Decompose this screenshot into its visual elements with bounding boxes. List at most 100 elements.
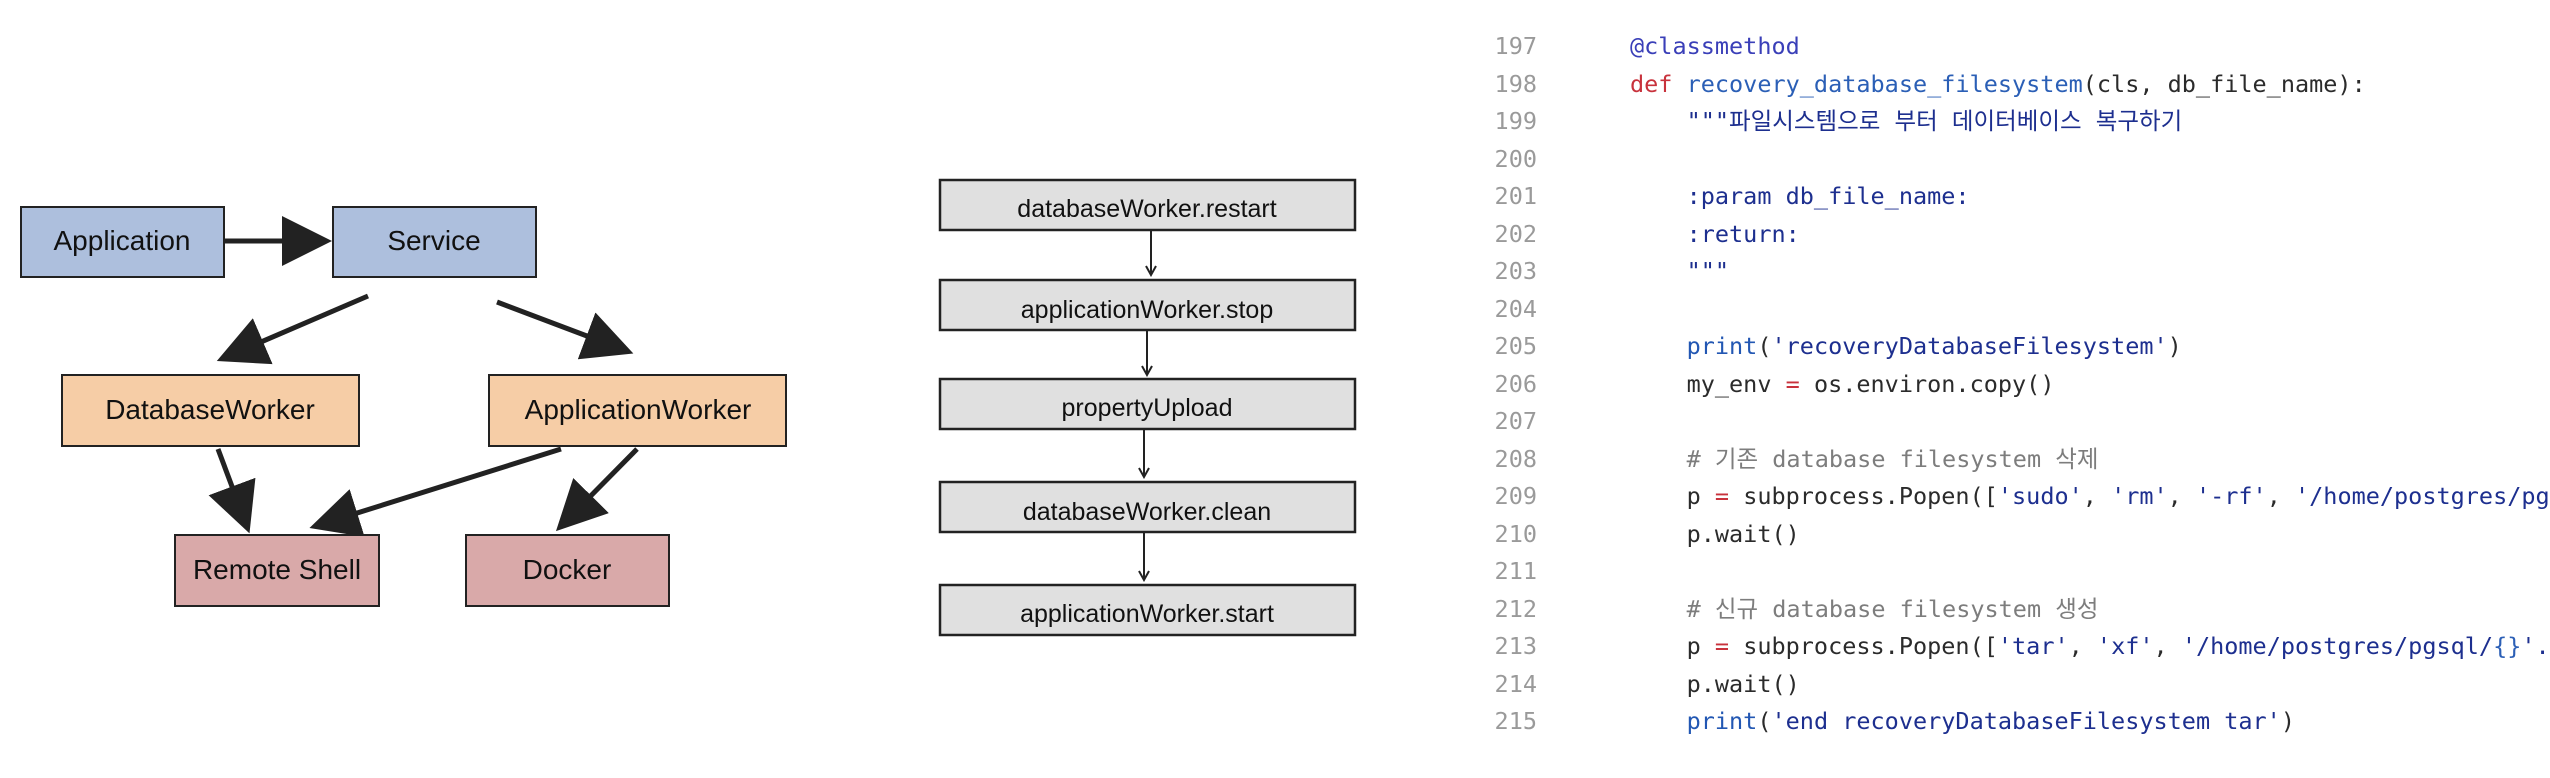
- line-number: 212: [1494, 594, 1537, 623]
- flow-step-5-label: applicationWorker.start: [1020, 600, 1274, 628]
- code-listing: 197 @classmethod 198 def recovery_database_…: [1455, 28, 2550, 758]
- architecture-edges: [208, 216, 639, 537]
- code-token: '.f: [2521, 632, 2550, 660]
- code-line: 200: [1455, 141, 2550, 179]
- edge-databaseworker-to-remoteshell: [208, 448, 256, 534]
- line-number: 198: [1494, 69, 1537, 98]
- line-code: :param db_file_name:: [1630, 178, 1970, 216]
- code-token: @classmethod: [1630, 32, 1800, 60]
- node-application-box: [20, 206, 225, 278]
- code-token: :param db_file_name:: [1630, 182, 1970, 210]
- code-token: 'tar': [1997, 632, 2069, 660]
- code-token: p.wait(): [1630, 519, 1800, 548]
- code-line: 197 @classmethod: [1455, 28, 2550, 66]
- code-token: {}: [2493, 632, 2522, 660]
- code-token: 'recoveryDatabaseFilesystem': [1771, 332, 2168, 360]
- code-token: =: [1714, 632, 1730, 660]
- node-databaseworker-label: DatabaseWorker: [105, 394, 315, 425]
- code-line: 208 # 기존 database filesystem 삭제: [1455, 441, 2550, 479]
- line-number: 213: [1494, 632, 1537, 660]
- code-token: my_env: [1630, 369, 1786, 398]
- code-token: ,: [2068, 632, 2097, 660]
- flow-step-5-box: [938, 583, 1357, 637]
- code-token: 'xf': [2096, 632, 2154, 660]
- line-number: 201: [1494, 182, 1537, 210]
- line-number: 202: [1494, 219, 1537, 248]
- code-line: 205 print('recoveryDatabaseFilesystem'): [1455, 328, 2550, 366]
- flow-step-1-box: [938, 178, 1357, 232]
- flow-step-3-label: propertyUpload: [1062, 394, 1233, 422]
- code-token: p: [1630, 632, 1715, 660]
- line-number: 215: [1494, 707, 1537, 735]
- flow-step-2-label: applicationWorker.stop: [1021, 296, 1273, 324]
- code-token: 'sudo': [1997, 482, 2083, 510]
- node-remoteshell: Remote Shell: [174, 534, 380, 607]
- line-code: """: [1630, 253, 1729, 291]
- flow-step-2-box: [938, 278, 1357, 332]
- line-code: p.wait(): [1630, 516, 1800, 554]
- code-token: recovery_database_filesystem: [1686, 69, 2083, 98]
- line-number: 211: [1494, 557, 1537, 585]
- code-line: 201 :param db_file_name:: [1455, 178, 2550, 216]
- line-number: 205: [1494, 332, 1537, 360]
- code-token: ): [2280, 707, 2295, 735]
- line-code: # 신규 database filesystem 생성: [1630, 591, 2099, 629]
- flow-step-5: applicationWorker.start: [938, 583, 1357, 637]
- node-service-box: [332, 206, 537, 278]
- node-applicationworker-label: ApplicationWorker: [525, 394, 752, 425]
- code-line: 209 p = subprocess.Popen(['sudo', 'rm', …: [1455, 478, 2550, 516]
- line-code: my_env = os.environ.copy(): [1630, 366, 2055, 404]
- flow-step-4-label: databaseWorker.clean: [1023, 498, 1271, 526]
- code-token: def: [1630, 69, 1687, 98]
- node-remoteshell-label: Remote Shell: [193, 554, 361, 585]
- code-line: 214 p.wait(): [1455, 666, 2550, 704]
- code-line: 207: [1455, 403, 2550, 441]
- edge-applicationworker-to-remoteshell: [309, 446, 562, 537]
- code-line: 206 my_env = os.environ.copy(): [1455, 366, 2550, 404]
- code-line: 202 :return:: [1455, 216, 2550, 254]
- line-number: 209: [1494, 482, 1537, 510]
- flow-edges: [1144, 231, 1151, 580]
- node-databaseworker-box: [61, 374, 360, 447]
- code-line: 199 """파일시스템으로 부터 데이터베이스 복구하기: [1455, 103, 2550, 141]
- line-code: """파일시스템으로 부터 데이터베이스 복구하기: [1630, 103, 2183, 141]
- code-token: p: [1630, 482, 1715, 510]
- line-number: 207: [1494, 407, 1537, 435]
- code-token: (: [1757, 707, 1772, 735]
- code-token: =: [1714, 482, 1730, 510]
- code-token: print: [1686, 332, 1758, 360]
- code-line: 213 p = subprocess.Popen(['tar', 'xf', '…: [1455, 628, 2550, 666]
- edge-service-to-databaseworker: [216, 293, 369, 365]
- code-token: 'end recoveryDatabaseFilesystem tar': [1771, 707, 2281, 735]
- node-service-label: Service: [387, 225, 480, 256]
- code-token: ,: [2167, 482, 2196, 510]
- line-number: 197: [1494, 32, 1537, 60]
- line-number: 199: [1494, 107, 1537, 135]
- line-number: 203: [1494, 257, 1537, 285]
- node-databaseworker: DatabaseWorker: [61, 374, 360, 447]
- line-number: 208: [1494, 444, 1537, 473]
- code-token: print: [1686, 707, 1758, 735]
- line-code: print('end recoveryDatabaseFilesystem ta…: [1630, 703, 2295, 741]
- code-token: (: [1757, 332, 1772, 360]
- code-line: 215 print('end recoveryDatabaseFilesyste…: [1455, 703, 2550, 741]
- node-docker: Docker: [465, 534, 670, 607]
- code-token: 'rm': [2111, 482, 2168, 510]
- line-code: print('recoveryDatabaseFilesystem'): [1630, 328, 2182, 366]
- code-token: '/home/postgres/pgs: [2295, 482, 2550, 510]
- code-line: 210 p.wait(): [1455, 516, 2550, 554]
- code-token: ,: [2082, 482, 2112, 510]
- code-token: =: [1785, 369, 1800, 398]
- node-docker-box: [465, 534, 670, 607]
- code-token: """: [1630, 257, 1730, 285]
- code-token: subprocess.Popen([: [1729, 482, 1998, 510]
- code-token: ,: [2153, 632, 2182, 660]
- code-token: os.environ.copy(): [1799, 369, 2055, 398]
- line-number: 214: [1494, 669, 1537, 698]
- node-applicationworker: ApplicationWorker: [488, 374, 787, 447]
- code-token: :return:: [1630, 219, 1800, 248]
- flow-step-3-box: [938, 377, 1357, 431]
- code-token: ,: [2266, 482, 2295, 510]
